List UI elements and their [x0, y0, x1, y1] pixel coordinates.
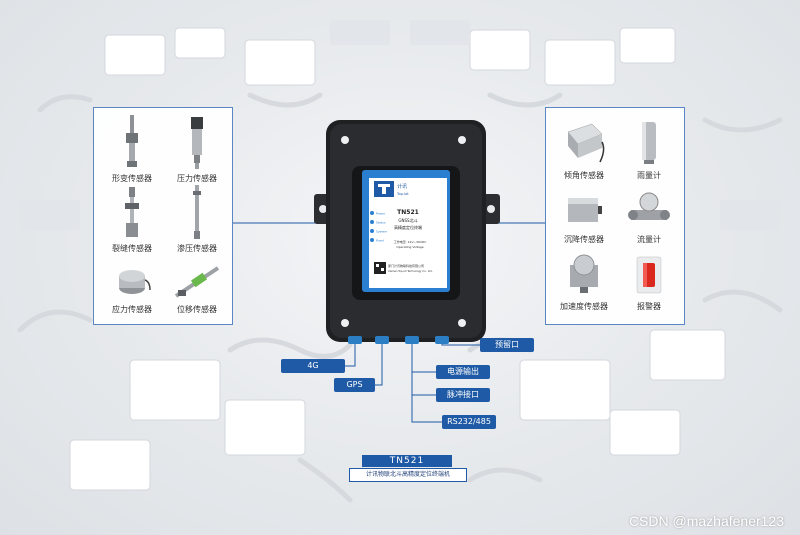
sensor-label: 雨量计 — [637, 171, 661, 180]
port-io-connector — [405, 336, 419, 344]
sensor-label: 加速度传感器 — [560, 302, 608, 311]
device-maker-en: Xiamen Top-iot Technology Co., Ltd. — [388, 269, 433, 273]
settlement-sensor-icon — [568, 198, 602, 222]
sensor-tilt: 倾角传感器 — [549, 118, 619, 181]
sensor-label: 倾角传感器 — [564, 171, 604, 180]
tag-pulse-interface: 脉冲接口 — [436, 388, 490, 402]
stress-sensor-icon — [119, 270, 151, 294]
port-gps-connector — [375, 336, 389, 344]
device-maker: 厦门计讯物联科技有限公司 — [388, 263, 424, 268]
tag-rs232-485: RS232/485 — [442, 415, 496, 429]
tag-4g: 4G — [281, 359, 345, 373]
led-label: Status — [376, 221, 386, 225]
sensor-label: 裂缝传感器 — [112, 244, 152, 253]
displacement-sensor-icon — [174, 266, 220, 298]
sensor-displacement: 位移传感器 — [162, 258, 232, 315]
flow-meter-icon — [628, 192, 670, 220]
sensor-label: 流量计 — [637, 235, 661, 244]
sensor-label: 渗压传感器 — [177, 244, 217, 253]
tag-reserved: 预留口 — [480, 338, 534, 352]
led-power — [370, 211, 374, 215]
port-4g-connector — [348, 336, 362, 344]
sensor-settlement: 沉降传感器 — [549, 188, 619, 245]
sensor-osmotic: 渗压传感器 — [162, 183, 232, 254]
device-product-line2: 高精度定位终端 — [394, 224, 422, 230]
alarm-icon — [636, 256, 662, 294]
sensor-label: 压力传感器 — [177, 174, 217, 183]
device-spec-en: Operating Voltage — [396, 245, 423, 249]
sensor-crack: 裂缝传感器 — [97, 183, 167, 254]
device-model: TN521 — [397, 209, 419, 216]
osmotic-pressure-sensor-icon — [193, 185, 201, 239]
device-product-line1: GNSS北斗 — [398, 217, 417, 223]
footer-model: TN521 — [362, 455, 452, 467]
csdn-watermark: CSDN @mazhafener123 — [628, 513, 784, 529]
crack-sensor-icon — [125, 187, 139, 237]
sensor-alarm: 报警器 — [614, 251, 684, 312]
led-fixed — [370, 238, 374, 242]
sensor-label: 应力传感器 — [112, 305, 152, 314]
device-brand: 计讯 — [397, 183, 407, 190]
led-label: Power — [376, 212, 386, 216]
port-connectors — [348, 336, 449, 344]
sensor-label: 报警器 — [637, 302, 661, 311]
sensor-label: 沉降传感器 — [564, 235, 604, 244]
left-sensor-panel: 形变传感器 压力传感器 裂缝传感器 — [93, 107, 233, 325]
device-spec: 工作电压: 12V~36VDC — [394, 239, 427, 244]
led-label: Fixed — [376, 239, 384, 243]
accelerometer-icon — [570, 254, 598, 293]
pressure-sensor-icon — [191, 117, 203, 169]
sensor-accelerometer: 加速度传感器 — [549, 251, 619, 312]
sensor-label: 位移传感器 — [177, 305, 217, 314]
qr-code-icon — [374, 262, 386, 274]
sensor-stress: 应力传感器 — [97, 258, 167, 315]
sensor-label: 形变传感器 — [112, 174, 152, 183]
strain-gauge-icon — [126, 115, 138, 167]
footer-subtitle: 计讯物联北斗高精度定位终端机 — [349, 468, 467, 482]
sensor-rain: 雨量计 — [614, 118, 684, 181]
tag-power-output: 电源输出 — [436, 365, 490, 379]
led-system — [370, 229, 374, 233]
tilt-sensor-icon — [567, 123, 605, 163]
sensor-flow: 流量计 — [614, 188, 684, 245]
device-brand-en: Top-iot — [396, 192, 409, 196]
port-reserved-connector — [435, 336, 449, 344]
sensor-pressure: 压力传感器 — [162, 113, 232, 184]
right-sensor-panel: 倾角传感器 雨量计 沉降传感器 流 — [545, 107, 685, 325]
rain-gauge-icon — [642, 122, 656, 164]
led-label: System — [376, 230, 387, 234]
tag-gps: GPS — [334, 378, 375, 392]
led-status — [370, 220, 374, 224]
sensor-strain: 形变传感器 — [97, 113, 167, 184]
